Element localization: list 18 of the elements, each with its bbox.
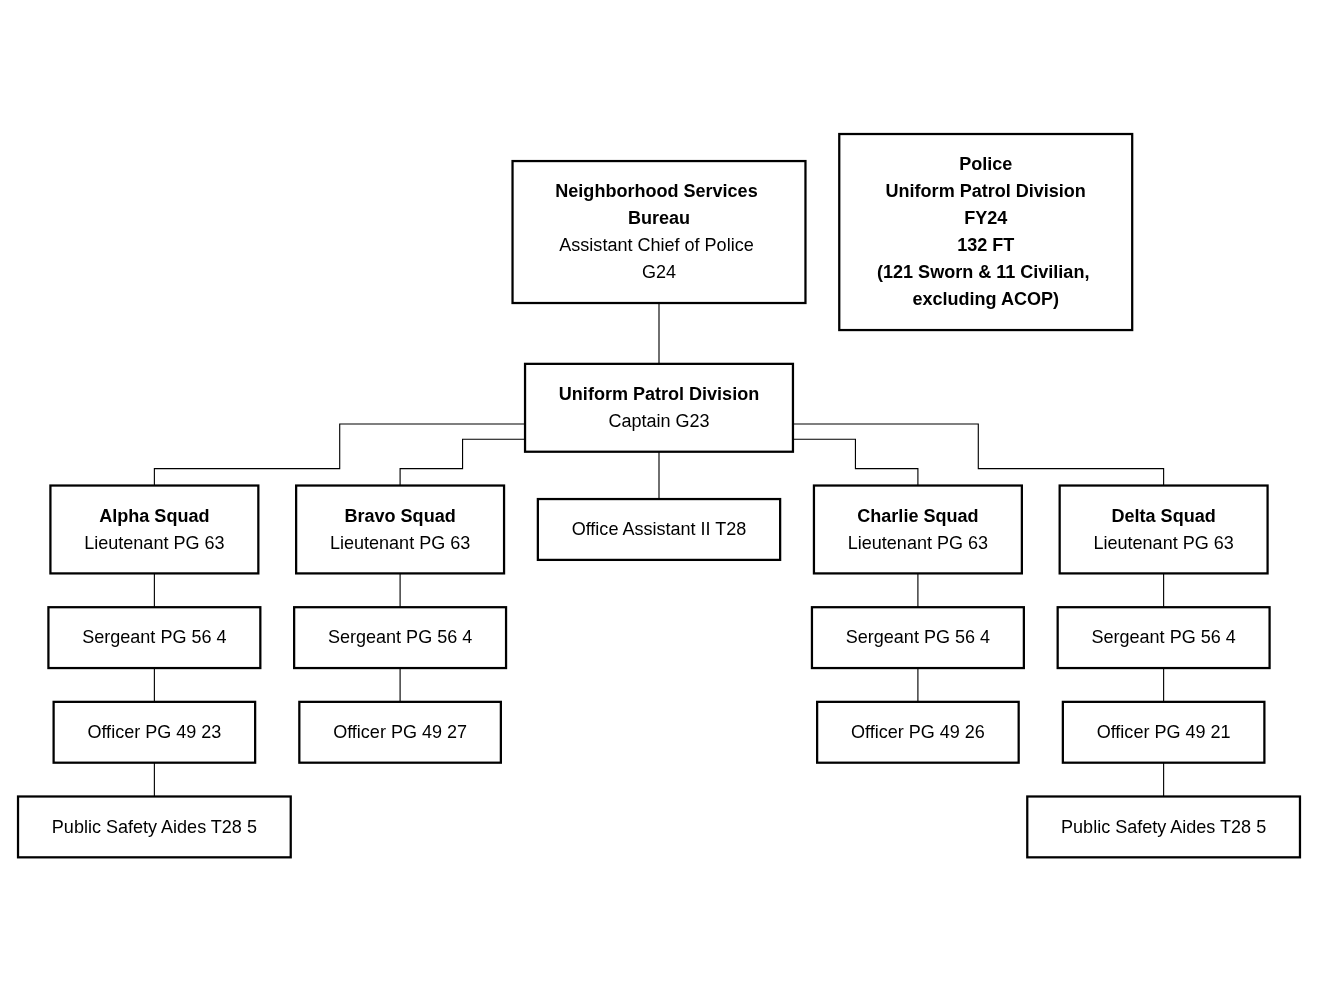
node-box: Sergeant PG 56 4 bbox=[47, 606, 262, 670]
node-box: Neighborhood Services Bureau Assistant Chief of Police G24 bbox=[511, 160, 807, 305]
node-box: Officer PG 49 21 bbox=[1061, 701, 1266, 765]
node-box: Uniform Patrol Division Captain G23 bbox=[523, 363, 795, 454]
node-box: Public Safety Aides T28 5 bbox=[1026, 795, 1302, 859]
node-box: Bravo Squad Lieutenant PG 63 bbox=[295, 484, 506, 575]
node-box: Office Assistant II T28 bbox=[536, 498, 782, 562]
node-box: Sergeant PG 56 4 bbox=[810, 606, 1025, 670]
node-box: Sergeant PG 56 4 bbox=[1056, 606, 1271, 670]
node-box: Alpha Squad Lieutenant PG 63 bbox=[49, 484, 260, 575]
node-box: Officer PG 49 27 bbox=[298, 701, 502, 765]
node-box: Delta Squad Lieutenant PG 63 bbox=[1058, 484, 1269, 575]
node-box: Public Safety Aides T28 5 bbox=[16, 795, 292, 859]
node-box: Sergeant PG 56 4 bbox=[293, 606, 508, 670]
node-box: Charlie Squad Lieutenant PG 63 bbox=[812, 484, 1023, 575]
node-box: Officer PG 49 23 bbox=[52, 701, 257, 765]
node-box: Police Uniform Patrol Division FY24 132 FT (121 Sworn & 11 Civilian, excluding ACOP) bbox=[838, 133, 1134, 332]
node-box: Officer PG 49 26 bbox=[816, 701, 1020, 765]
